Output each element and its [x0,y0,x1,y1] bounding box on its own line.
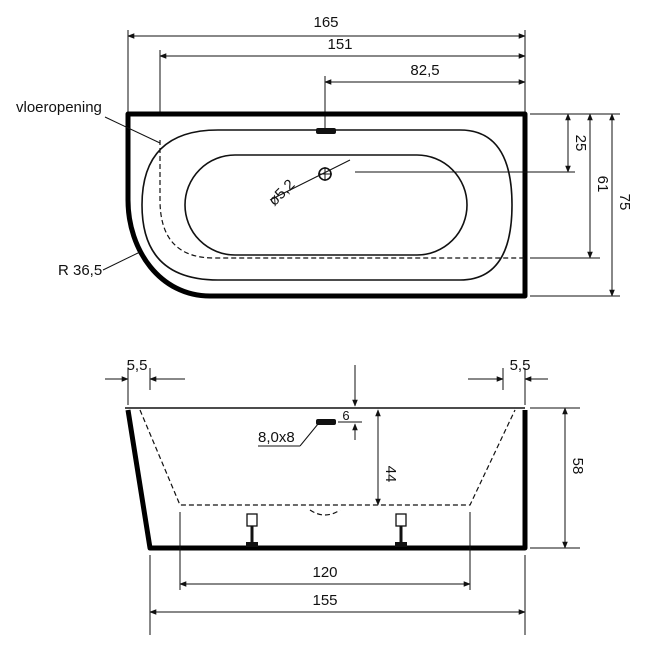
side-drain-bulge [309,509,341,516]
overflow-leader-d [299,423,319,447]
foot-right [395,513,407,547]
drain-diameter-label: ø5,2 [265,176,298,209]
dim-offset-left: 5,5 [127,357,148,374]
overflow-size-label: 8,0x8 [258,429,295,446]
dim-depth-inner: 61 [594,176,611,193]
side-view: 5,5 5,5 8,0x8 6 44 58 120 155 [105,357,586,635]
floor-opening-label: vloeropening [16,99,102,116]
drain-leader [269,159,351,201]
dim-depth-overall: 75 [616,194,633,211]
side-inner-basin [139,409,516,506]
dim-inner-depth: 44 [382,466,399,483]
dim-base-length: 155 [312,592,337,609]
dim-offset-right: 5,5 [510,357,531,374]
foot-left [246,513,258,547]
side-outer-body [125,409,528,551]
dim-foot-spacing: 120 [312,564,337,581]
dim-depth-to-drain: 25 [572,135,589,152]
dim-width-inner: 151 [327,36,352,53]
overflow-marker [316,128,336,134]
top-view: 165 151 82,5 ø5,2 vloeropening R 36,5 [16,14,633,299]
tub-basin [184,154,468,256]
floor-opening-outline [159,140,525,259]
tub-inner-rim [141,129,513,281]
side-overflow-marker [316,419,336,425]
radius-label: R 36,5 [58,262,102,279]
dim-width-to-drain: 82,5 [410,62,439,79]
dim-overflow-offset: 6 [342,408,349,423]
radius-leader [102,251,141,271]
floor-opening-leader [104,116,161,144]
dim-overall-height: 58 [569,458,586,475]
dim-width-overall: 165 [313,14,338,31]
tub-outer-shell [125,111,528,299]
